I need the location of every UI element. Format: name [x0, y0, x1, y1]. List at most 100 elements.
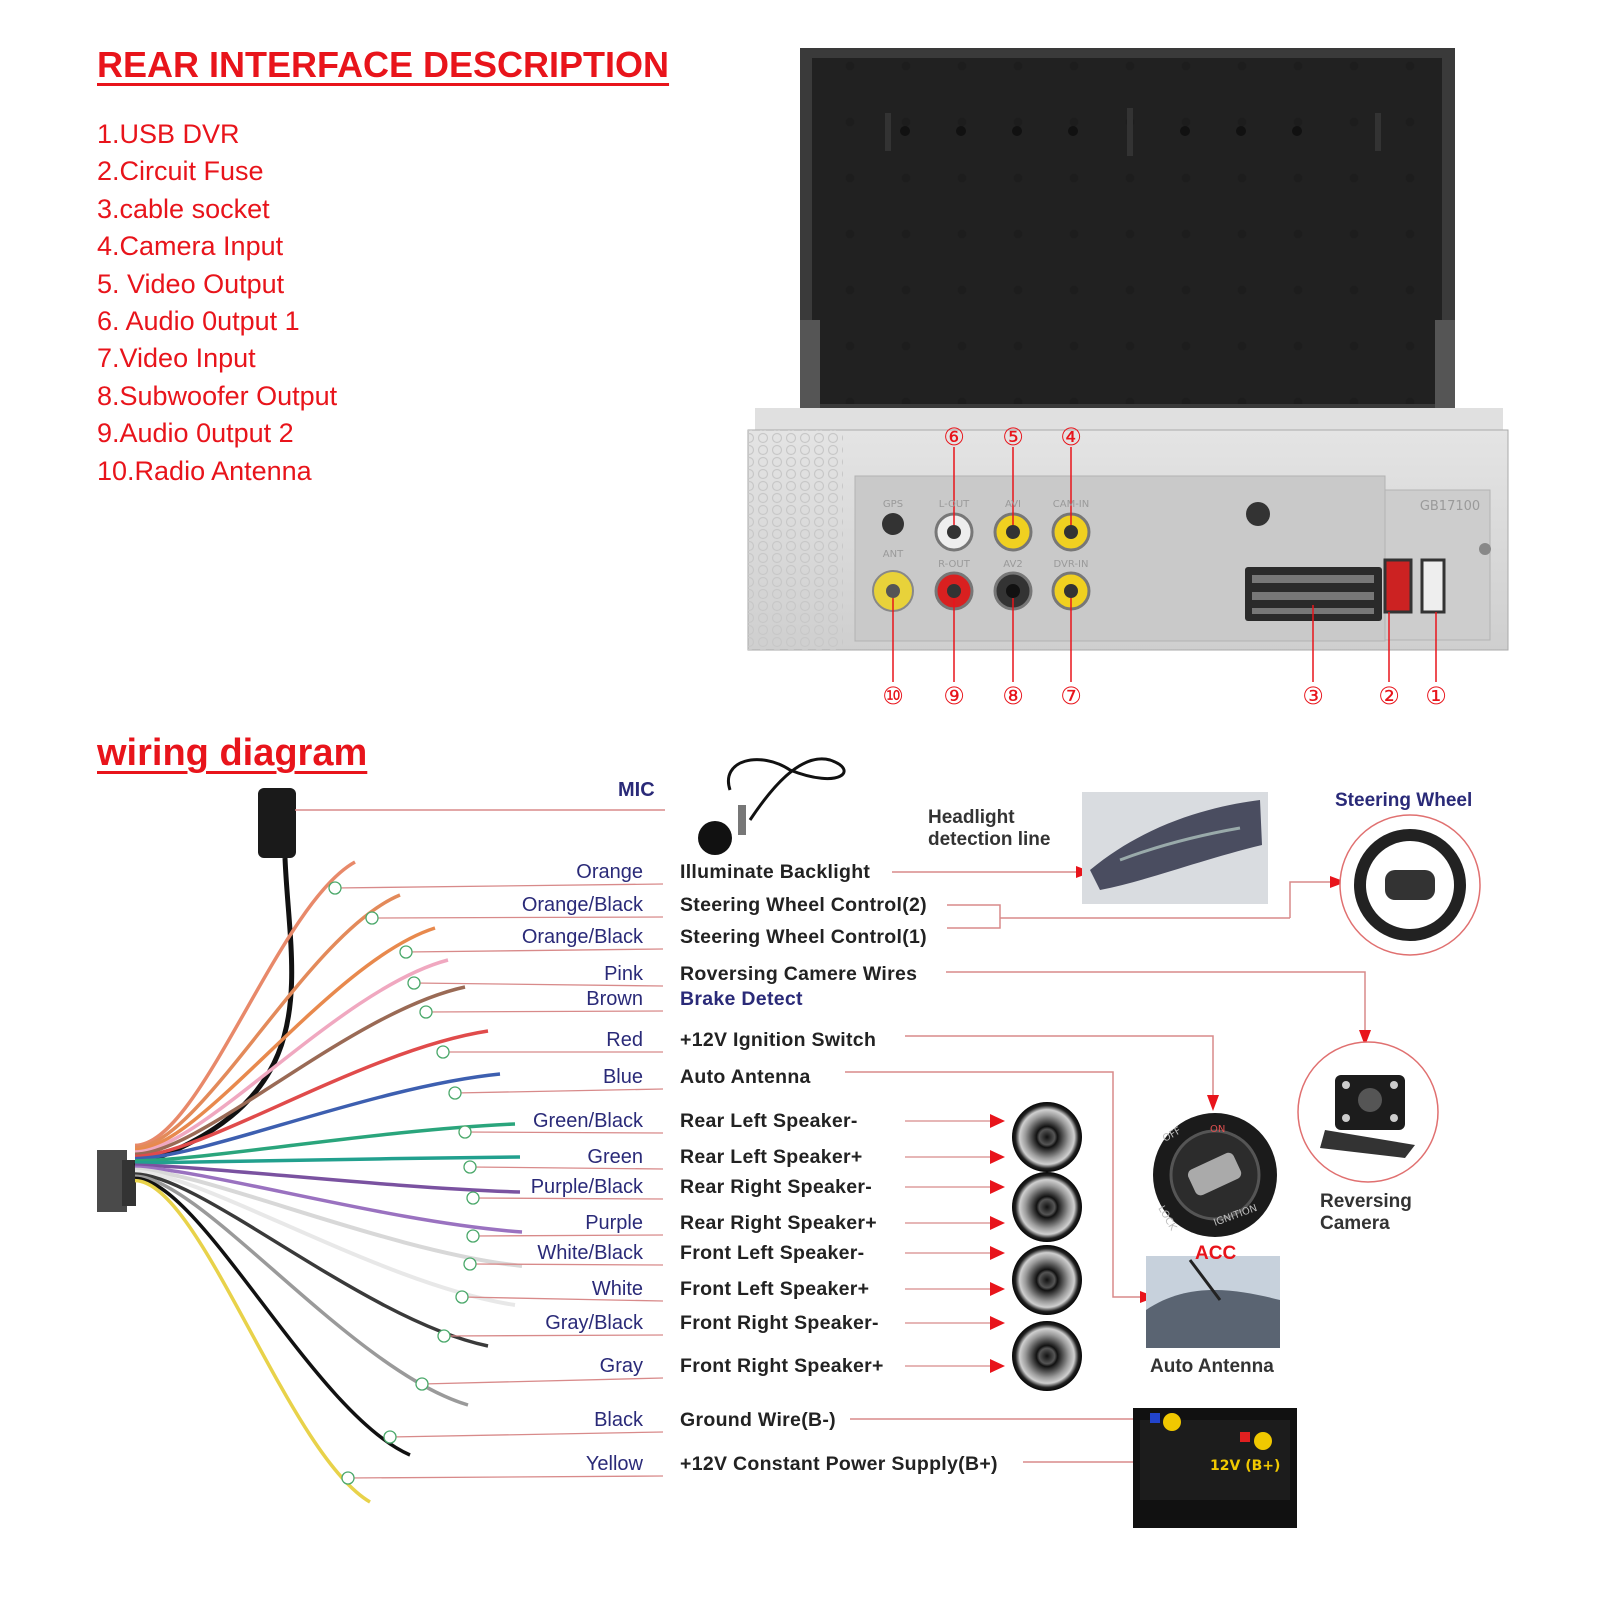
- wire-function-label: Front Right Speaker-: [680, 1312, 879, 1334]
- wire-leader-line: [461, 1296, 664, 1302]
- wire-color-label: Yellow: [585, 1453, 643, 1475]
- list-item: 7.Video Input: [97, 343, 256, 374]
- wire-line: [134, 1029, 489, 1159]
- wire-marker: [463, 1160, 477, 1174]
- wire-color-label: Blue: [602, 1066, 643, 1088]
- wire-function-label: Auto Antenna: [680, 1066, 811, 1088]
- wire-line: [134, 860, 356, 1148]
- wire-color-label: Orange/Black: [521, 926, 643, 948]
- auto-antenna-image: [1146, 1256, 1280, 1348]
- wire-marker: [448, 1086, 462, 1100]
- wire-color-label: Gray/Black: [545, 1312, 643, 1334]
- wire-function-label: Front Right Speaker+: [680, 1355, 884, 1377]
- wire-marker: [341, 1471, 355, 1485]
- wire-function-label: Illuminate Backlight: [680, 861, 871, 883]
- acc-caption: ACC: [1195, 1243, 1237, 1264]
- callout-number: ⑨: [943, 682, 965, 710]
- wire-marker: [407, 976, 421, 990]
- wire-line: [134, 1167, 523, 1268]
- list-item: 10.Radio Antenna: [97, 455, 312, 486]
- callout-number: ⑧: [1002, 682, 1024, 710]
- wire-line: [134, 926, 436, 1152]
- wire-leader-line: [413, 982, 664, 987]
- camera-caption: Reversing Camera: [1320, 1191, 1412, 1234]
- wire-color-label: Purple: [585, 1212, 643, 1234]
- callout-number: ⑤: [1002, 423, 1024, 451]
- panel-label: DVR-IN: [1054, 559, 1089, 570]
- wire-marker: [436, 1045, 450, 1059]
- page-title: REAR INTERFACE DESCRIPTION: [97, 44, 670, 85]
- wire-line: [134, 1163, 521, 1194]
- wire-function-label: Roversing Camere Wires: [680, 963, 918, 985]
- list-item: 1.USB DVR: [97, 119, 240, 149]
- wire-leader-line: [443, 1334, 664, 1337]
- speaker-arrow-head: [990, 1316, 1005, 1330]
- list-item: 5. Video Output: [97, 268, 285, 299]
- wire-line: [134, 958, 449, 1154]
- speaker-arrow-head: [990, 1180, 1005, 1194]
- list-item: 6. Audio 0utput 1: [97, 305, 300, 336]
- steering-wheel-image: [1339, 814, 1481, 956]
- speaker-arrow-head: [990, 1216, 1005, 1230]
- reversing-camera-image: [1297, 1041, 1439, 1183]
- panel-label: AVI: [1005, 499, 1021, 510]
- battery-image: 12V (B+): [1133, 1408, 1297, 1528]
- wire-color-label: Brown: [586, 988, 643, 1010]
- wire-line: [134, 1176, 411, 1457]
- wire-function-label: Steering Wheel Control(2): [680, 894, 927, 916]
- wire-line: [134, 893, 401, 1150]
- wire-leader-line: [347, 1475, 664, 1479]
- wire-function-label: Rear Left Speaker+: [680, 1146, 863, 1168]
- ignition-label: ON: [1210, 1124, 1225, 1135]
- ignition-switch-image: OFF ON LOCK IGNITION: [1153, 1113, 1277, 1237]
- wire-leader-line: [469, 1263, 664, 1266]
- wire-function-label: Front Left Speaker+: [680, 1278, 870, 1300]
- wire-marker: [463, 1257, 477, 1271]
- callout-number: ⑥: [943, 423, 965, 451]
- wire-marker: [437, 1329, 451, 1343]
- panel-label: CAM-IN: [1053, 499, 1090, 510]
- wire-color-label: Red: [606, 1029, 643, 1051]
- wire-leader-line: [464, 1131, 664, 1134]
- wire-leader-line: [389, 1431, 664, 1438]
- wire-color-label: Orange/Black: [521, 894, 643, 916]
- wire-function-label: Steering Wheel Control(1): [680, 926, 927, 948]
- wire-line: [134, 985, 466, 1156]
- wire-function-label: +12V Ignition Switch: [680, 1029, 877, 1051]
- mic-label: MIC: [618, 779, 655, 801]
- wire-marker: [466, 1229, 480, 1243]
- steering-wheel-caption: Steering Wheel: [1335, 790, 1473, 811]
- wire-leader-line: [425, 1010, 664, 1013]
- wire-function-label: Brake Detect: [680, 988, 803, 1010]
- wire-line: [134, 1072, 501, 1161]
- wire-marker: [328, 881, 342, 895]
- panel-label: R-OUT: [938, 559, 971, 570]
- wire-marker: [455, 1290, 469, 1304]
- wire-color-label: Orange: [576, 861, 643, 883]
- wire-marker: [458, 1125, 472, 1139]
- section-title: wiring diagram: [97, 732, 368, 774]
- list-item: 3.cable socket: [97, 193, 270, 224]
- wire-color-label: Pink: [604, 963, 643, 985]
- wire-leader-line: [472, 1234, 664, 1237]
- mic-image: [698, 757, 846, 855]
- panel-label: AV2: [1003, 559, 1022, 570]
- battery-label: 12V (B+): [1210, 1458, 1280, 1474]
- rear-interface-list: 1.USB DVR 2.Circuit Fuse 3.cable socket …: [97, 116, 337, 490]
- wire-leader-line: [371, 916, 664, 919]
- wire-line: [134, 1178, 371, 1504]
- callout-number: ②: [1378, 682, 1400, 710]
- wire-function-label: +12V Constant Power Supply(B+): [680, 1453, 998, 1475]
- list-item: 2.Circuit Fuse: [97, 156, 264, 187]
- wire-function-label: Front Left Speaker-: [680, 1242, 865, 1264]
- wire-color-label: Gray: [599, 1355, 643, 1377]
- wire-function-label: Ground Wire(B-): [680, 1409, 836, 1431]
- speaker-arrow-head: [990, 1114, 1005, 1128]
- speaker-arrow-head: [990, 1282, 1005, 1296]
- panel-label: L-OUT: [939, 499, 970, 510]
- callout-number: ③: [1302, 682, 1324, 710]
- wire-color-label: Black: [594, 1409, 643, 1431]
- wire-leader-line: [421, 1377, 664, 1385]
